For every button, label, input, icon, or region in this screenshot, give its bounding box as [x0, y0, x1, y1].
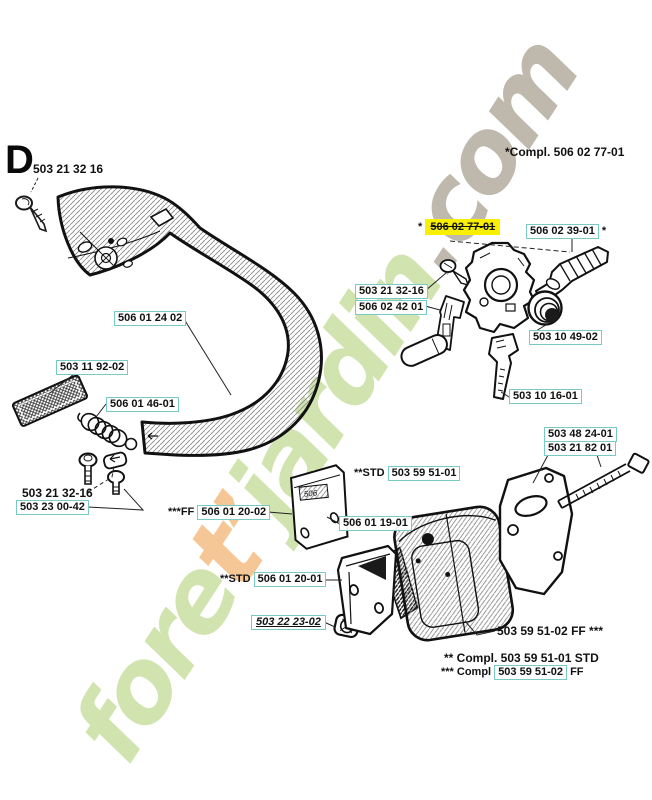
part-number[interactable]: 503 11 92-02	[56, 360, 129, 375]
part-number: ** Compl. 503 59 51-01 STD	[444, 651, 599, 665]
muffler-bracket-inner: 506	[290, 464, 349, 550]
part-number: 503 59 51-02 FF ***	[497, 624, 604, 638]
part-number-label: 506 01 19-01	[339, 516, 412, 531]
part-number: 503 21 32-16	[22, 486, 93, 500]
part-number-label: 506 02 39-01 *	[526, 224, 606, 239]
part-number-label: 506 02 42 01	[355, 300, 428, 315]
diagram-section-letter: D	[5, 138, 34, 182]
label-suffix: *	[598, 225, 607, 237]
muffler-bracket-outer	[336, 544, 398, 636]
part-number[interactable]: 503 10 16-01	[509, 389, 582, 404]
part-number-label: *Compl. 506 02 77-01	[505, 145, 624, 159]
part-number-label: 503 11 92-02	[56, 360, 129, 375]
part-number[interactable]: 506 02 77-01	[425, 219, 501, 235]
tension-spring	[77, 412, 138, 451]
part-number-label: **STD 506 01 20-01	[220, 572, 327, 587]
label-suffix: FF	[567, 666, 584, 678]
part-number-label: 503 10 16-01	[509, 389, 582, 404]
bracket-stamp-text: 506	[303, 488, 318, 498]
part-number[interactable]: 506 01 19-01	[339, 516, 412, 531]
part-number-label: 503 21 32-16	[22, 486, 93, 500]
front-handle	[56, 185, 323, 457]
part-number-label: **STD 503 59 51-01	[354, 466, 461, 481]
screw-top-left	[15, 195, 48, 233]
part-number[interactable]: 506 02 39-01	[526, 224, 599, 239]
part-number: 503 21 32 16	[33, 162, 104, 176]
part-number[interactable]: 503 59 51-01	[387, 466, 461, 481]
label-prefix: *** Compl	[441, 666, 495, 678]
part-number[interactable]: 503 22 23-02	[251, 615, 326, 630]
muffler-bolt	[557, 452, 650, 509]
muffler-gasket	[498, 466, 574, 596]
leader-lines	[30, 177, 602, 636]
part-number-label: 503 21 32 16	[33, 162, 103, 176]
part-number[interactable]: 503 59 51-02	[494, 665, 568, 680]
adjuster-lever	[488, 333, 519, 400]
rubber-grommet	[527, 290, 563, 326]
part-number: *Compl. 506 02 77-01	[505, 145, 625, 159]
part-number[interactable]: 503 23 00-42	[16, 500, 89, 515]
pump-tube	[400, 334, 448, 367]
part-number[interactable]: 506 01 24 02	[114, 311, 187, 326]
part-number-label: 503 22 23-02	[251, 615, 326, 630]
part-number-label: 503 10 49-02	[529, 330, 602, 345]
lock-washer	[103, 451, 128, 495]
part-number[interactable]: 506 02 42 01	[355, 300, 428, 315]
part-number[interactable]: 503 21 82 01	[544, 441, 617, 456]
handle-screw	[78, 452, 98, 485]
part-number[interactable]: 503 48 24-01	[544, 427, 617, 442]
part-number-label: 503 21 32-16	[355, 284, 428, 299]
part-number-label: 503 48 24-01	[544, 427, 617, 442]
part-number[interactable]: 503 21 32-16	[355, 284, 428, 299]
part-number-label: ***FF 506 01 20-02	[168, 505, 271, 520]
label-prefix: ***FF	[168, 506, 198, 518]
label-prefix: **STD	[354, 467, 388, 479]
part-number-label: 503 59 51-02 FF ***	[497, 624, 603, 638]
part-number-label: ** Compl. 503 59 51-01 STD	[444, 651, 599, 665]
label-prefix: **STD	[220, 573, 254, 585]
part-number-label: 503 23 00-42	[16, 500, 89, 515]
part-number[interactable]: 506 01 46-01	[106, 397, 179, 412]
part-number-label: 506 01 24 02	[114, 311, 187, 326]
part-number-label: * 506 02 77-01	[418, 219, 501, 235]
label-prefix: *	[418, 221, 426, 233]
part-number-label: *** Compl 503 59 51-02 FF	[441, 665, 584, 680]
pump-screw	[439, 259, 470, 287]
part-number[interactable]: 506 01 20-02	[197, 505, 271, 520]
part-number-label: 506 01 46-01	[106, 397, 179, 412]
part-number-label: 503 21 82 01	[544, 441, 617, 456]
part-number[interactable]: 506 01 20-01	[253, 572, 327, 587]
part-number[interactable]: 503 10 49-02	[529, 330, 602, 345]
oil-pump-body	[462, 241, 536, 334]
handle-inlay-pad	[11, 374, 88, 427]
